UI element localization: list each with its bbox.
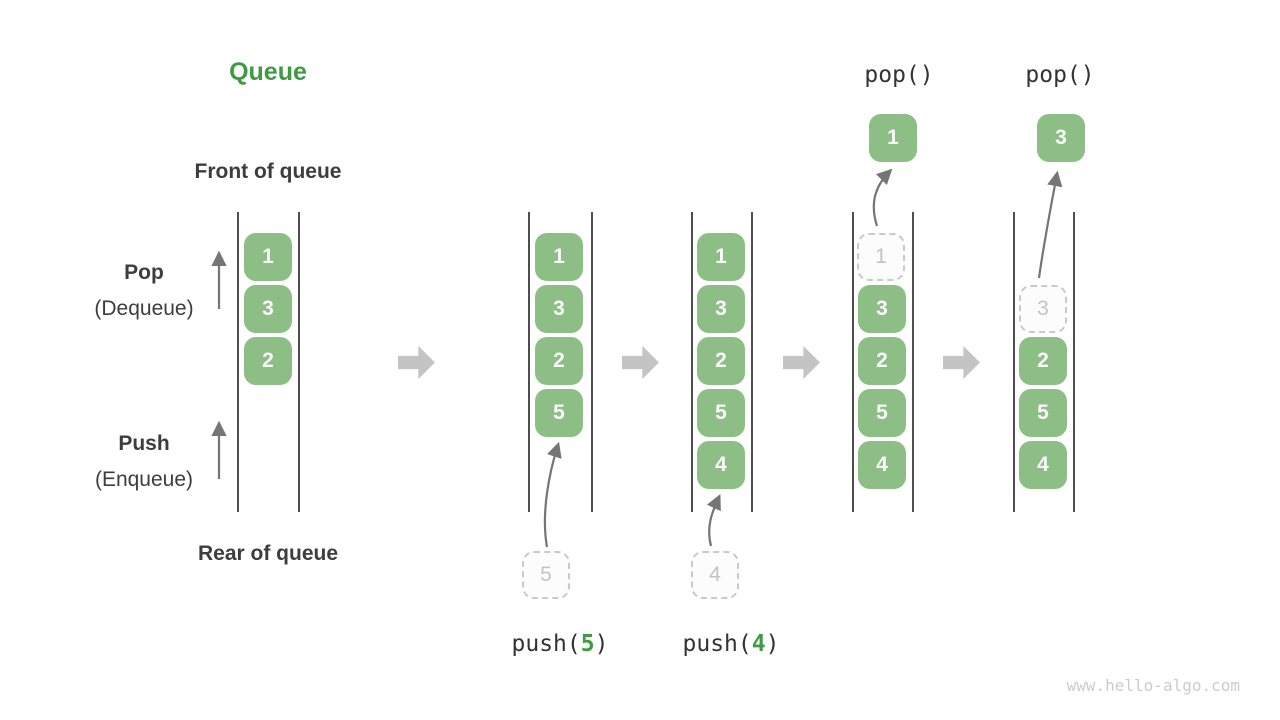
queue4-popped-slot: 1 xyxy=(857,233,905,281)
pop-label: Pop xyxy=(124,261,164,284)
push-alias-label: (Enqueue) xyxy=(94,468,194,491)
queue5-cell: 2 xyxy=(1019,337,1067,385)
push-call-1-prefix: push( xyxy=(511,631,581,657)
queue2-cell: 1 xyxy=(535,233,583,281)
queue2-right-rail xyxy=(591,212,593,512)
queue5-cell: 5 xyxy=(1019,389,1067,437)
watermark: www.hello-algo.com xyxy=(1066,676,1240,695)
push-call-1-suffix: ) xyxy=(594,631,609,657)
queue4-cell: 2 xyxy=(858,337,906,385)
rear-of-queue-label: Rear of queue xyxy=(197,542,339,565)
queue1-left-rail xyxy=(237,212,239,512)
queue3-cell: 2 xyxy=(697,337,745,385)
queue2-cell: 3 xyxy=(535,285,583,333)
pop-call-2-label: pop() xyxy=(1025,62,1095,88)
push-call-2-arg: 4 xyxy=(751,631,766,657)
queue3-cell: 4 xyxy=(697,441,745,489)
push-label: Push xyxy=(118,432,170,455)
queue1-right-rail xyxy=(298,212,300,512)
state-transition-arrow-icon xyxy=(943,346,980,379)
queue5-cell: 4 xyxy=(1019,441,1067,489)
queue5-right-rail xyxy=(1073,212,1075,512)
queue3-cell: 5 xyxy=(697,389,745,437)
queue2-cell: 2 xyxy=(535,337,583,385)
incoming-value-cell: 4 xyxy=(691,551,739,599)
push-4-motion-arrow-icon xyxy=(706,494,721,547)
queue3-left-rail xyxy=(691,212,693,512)
popped-value-cell: 1 xyxy=(869,114,917,162)
popped-value-cell: 3 xyxy=(1037,114,1085,162)
push-call-2-label: push(4) xyxy=(651,631,811,657)
queue2-cell: 5 xyxy=(535,389,583,437)
pop-alias-label: (Dequeue) xyxy=(94,297,194,320)
diagram-title: Queue xyxy=(229,58,307,86)
pop-3-motion-arrow-icon xyxy=(1037,170,1063,279)
state-transition-arrow-icon xyxy=(398,346,435,379)
queue3-right-rail xyxy=(751,212,753,512)
queue4-cell: 5 xyxy=(858,389,906,437)
queue1-cell: 2 xyxy=(244,337,292,385)
state-transition-arrow-icon xyxy=(783,346,820,379)
queue5-popped-slot: 3 xyxy=(1019,285,1067,333)
queue3-cell: 3 xyxy=(697,285,745,333)
push-call-1-arg: 5 xyxy=(580,631,595,657)
queue1-cell: 3 xyxy=(244,285,292,333)
push-call-1-label: push(5) xyxy=(480,631,640,657)
queue1-cell: 1 xyxy=(244,233,292,281)
queue2-left-rail xyxy=(528,212,530,512)
queue4-right-rail xyxy=(912,212,914,512)
queue5-left-rail xyxy=(1013,212,1015,512)
push-5-motion-arrow-icon xyxy=(543,441,562,548)
queue4-cell: 4 xyxy=(858,441,906,489)
push-call-2-prefix: push( xyxy=(682,631,752,657)
pop-1-motion-arrow-icon xyxy=(872,168,893,227)
incoming-value-cell: 5 xyxy=(522,551,570,599)
pop-call-1-label: pop() xyxy=(864,62,934,88)
state-transition-arrow-icon xyxy=(622,346,659,379)
front-of-queue-label: Front of queue xyxy=(194,160,342,183)
push-call-2-suffix: ) xyxy=(765,631,780,657)
queue3-cell: 1 xyxy=(697,233,745,281)
queue4-left-rail xyxy=(852,212,854,512)
queue4-cell: 3 xyxy=(858,285,906,333)
